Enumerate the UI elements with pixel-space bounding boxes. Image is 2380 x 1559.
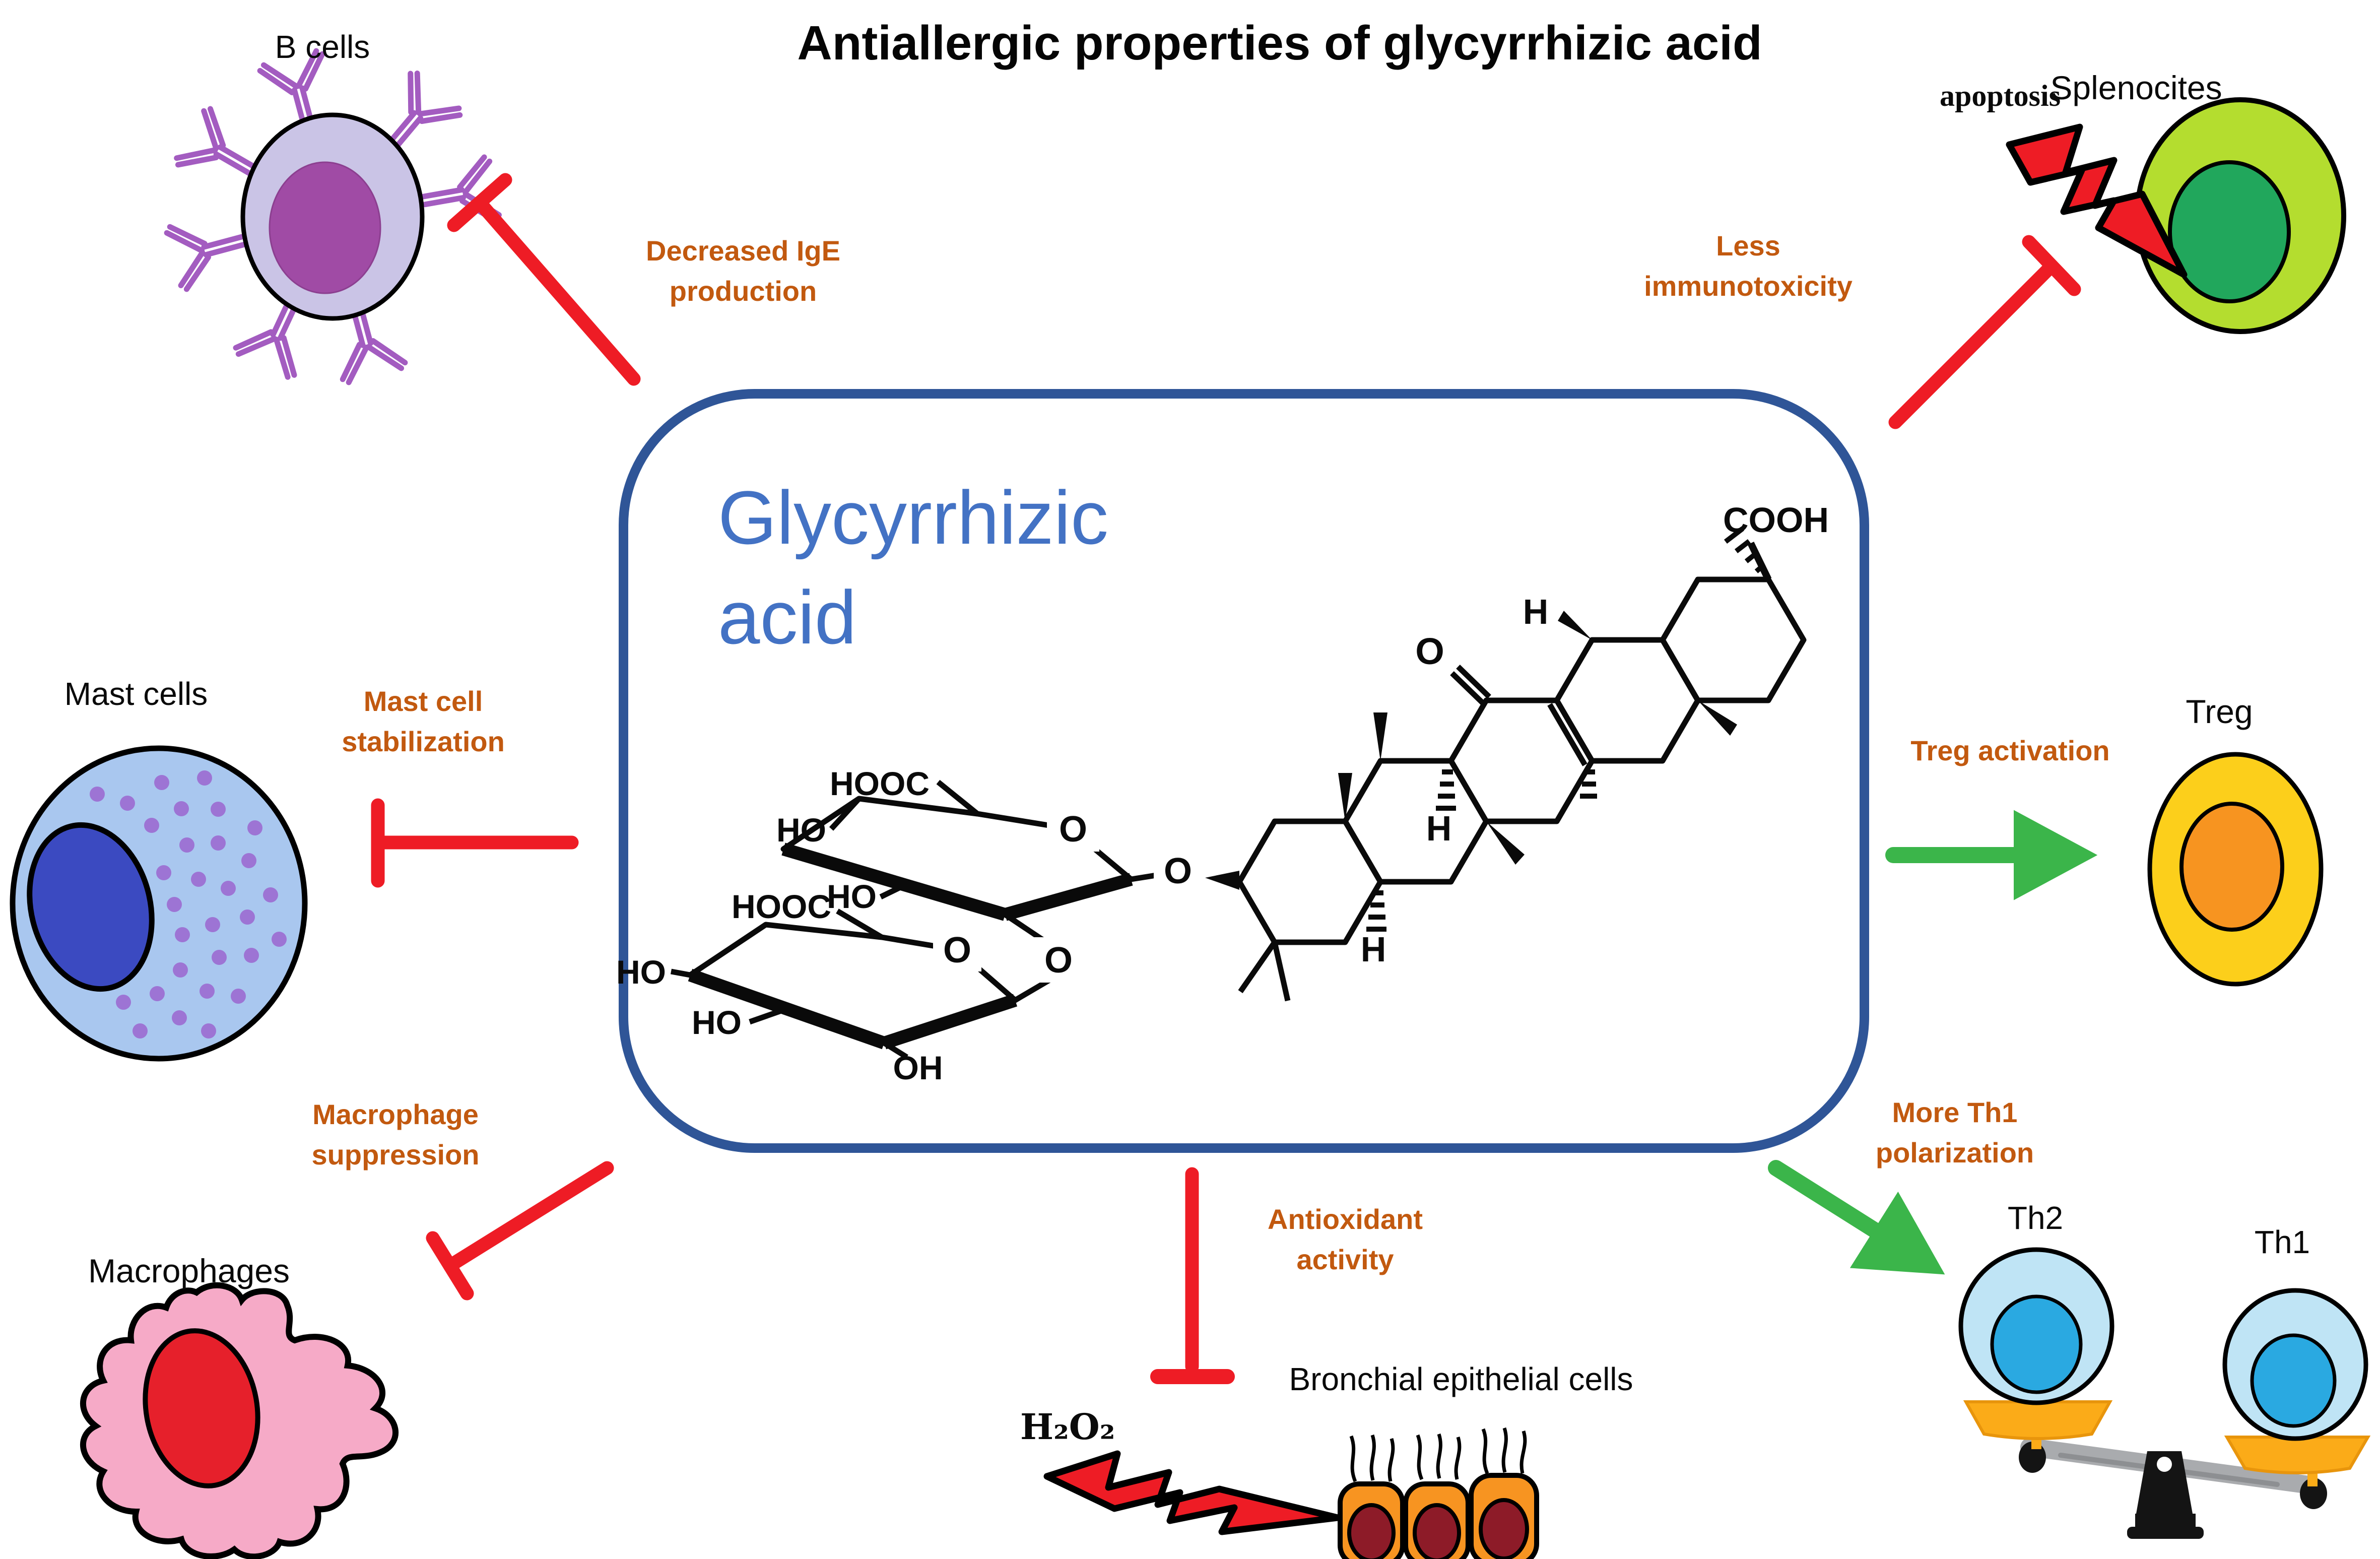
effect-th1-polarization: More Th1 polarization <box>1875 1096 2034 1168</box>
scale-pan-left <box>1963 1400 2113 1440</box>
treg-cell-icon <box>2147 752 2324 987</box>
page-title: Antiallergic properties of glycyrrhizic … <box>797 16 1762 70</box>
mast-cell-icon <box>10 745 308 1062</box>
activation-arrow-th1 <box>1768 1160 1945 1275</box>
granule-dot <box>211 835 226 851</box>
apoptosis-label: apoptosis <box>1939 79 2061 112</box>
granule-dot <box>172 1010 187 1025</box>
glycosidic-o-label: O <box>1164 851 1192 891</box>
b-cell-icon <box>166 50 500 384</box>
th-balance-scale-icon <box>1963 1400 2371 1539</box>
hooc-label-2: HOOC <box>732 888 831 925</box>
h2o2-label: H₂O₂ <box>1020 1406 1115 1448</box>
cilia-icon <box>1349 1427 1527 1482</box>
th1-cell-icon <box>2222 1288 2368 1441</box>
inhibition-arrow-macrophages <box>426 1161 614 1301</box>
scale-pivot <box>2136 1451 2193 1514</box>
h-label-1: H <box>1523 592 1549 631</box>
macrophage-icon <box>80 1282 399 1559</box>
th2-label: Th2 <box>2007 1200 2064 1236</box>
mast-granules <box>90 770 287 1038</box>
th1-label: Th1 <box>2254 1224 2310 1260</box>
inhibition-arrows <box>371 173 2081 1384</box>
granule-dot <box>197 770 212 786</box>
granule-dot <box>200 984 215 999</box>
granule-dot <box>173 962 188 978</box>
b-cells-label: B cells <box>275 29 370 65</box>
effect-antioxidant: Antioxidant activity <box>1268 1203 1423 1275</box>
apoptosis-lightning-icon <box>2006 123 2188 278</box>
h-label-3: H <box>1361 930 1386 969</box>
granule-dot <box>221 881 236 896</box>
granule-dot <box>175 927 190 942</box>
scale-pan-right <box>2224 1436 2371 1474</box>
treg-label: Treg <box>2186 693 2253 730</box>
granule-dot <box>205 917 220 932</box>
splenocites-label: Splenocites <box>2050 69 2222 106</box>
mast-cells-label: Mast cells <box>64 676 208 712</box>
cooh-label: COOH <box>1723 500 1829 540</box>
effect-treg-activation: Treg activation <box>1910 735 2110 766</box>
granule-dot <box>247 820 262 835</box>
link-o-label: O <box>1044 940 1073 981</box>
inhibition-arrow-antioxidant <box>1150 1167 1235 1384</box>
activation-arrows <box>1768 810 2098 1275</box>
splenocyte-icon <box>2135 97 2346 334</box>
granule-dot <box>154 775 169 790</box>
granule-dot <box>174 801 189 816</box>
granule-dot <box>263 887 278 902</box>
ho-label-4: HO <box>692 1004 742 1041</box>
granule-dot <box>241 853 256 868</box>
effect-mast-stabilization: Mast cell stabilization <box>342 685 505 757</box>
granule-dot <box>133 1023 148 1038</box>
effect-less-immunotoxicity: Less immunotoxicity <box>1644 230 1853 302</box>
bronchial-epithelial-cells-icon <box>1338 1427 1539 1559</box>
granule-dot <box>212 950 227 965</box>
granule-dot <box>90 787 105 802</box>
ho-label-2: HO <box>827 878 877 915</box>
effect-decreased-ige: Decreased IgE production <box>646 235 840 307</box>
inhibition-arrow-mast-cells <box>371 798 579 888</box>
ketone-o-label: O <box>1415 630 1444 672</box>
glycyrrhizic-acid-structure: HOOC HO HO HOOC HO HO OH O O O O O COOH … <box>616 500 1829 1086</box>
ring-o-label-1: O <box>1059 809 1087 850</box>
macrophages-label: Macrophages <box>88 1252 290 1289</box>
ho-label-3: HO <box>616 953 666 991</box>
granule-dot <box>240 910 255 925</box>
granule-dot <box>120 796 135 811</box>
h2o2-lightning-icon <box>1043 1450 1341 1535</box>
compound-name: Glycyrrhizic acid <box>718 475 1108 660</box>
hooc-label-1: HOOC <box>830 765 930 802</box>
granule-dot <box>150 986 165 1001</box>
inhibition-arrow-b-cells <box>447 173 641 386</box>
granule-dot <box>272 932 287 947</box>
effect-macrophage-suppression: Macrophage suppression <box>311 1098 480 1171</box>
granule-dot <box>116 995 131 1010</box>
granule-dot <box>191 872 206 887</box>
granule-dot <box>201 1023 216 1038</box>
ho-label-1: HO <box>776 811 826 849</box>
bronchial-label: Bronchial epithelial cells <box>1289 1361 1633 1397</box>
oh-label: OH <box>893 1049 943 1086</box>
granule-dot <box>144 818 159 833</box>
granule-dot <box>244 948 259 963</box>
h-label-2: H <box>1426 809 1452 848</box>
granule-dot <box>231 989 246 1004</box>
ring-o-label-2: O <box>943 930 971 970</box>
granule-dot <box>211 802 226 817</box>
th2-cell-icon <box>1958 1247 2114 1405</box>
granule-dot <box>167 897 182 912</box>
granule-dot <box>156 865 171 880</box>
inhibition-arrow-splenocytes <box>1888 235 2081 429</box>
granule-dot <box>179 837 194 853</box>
